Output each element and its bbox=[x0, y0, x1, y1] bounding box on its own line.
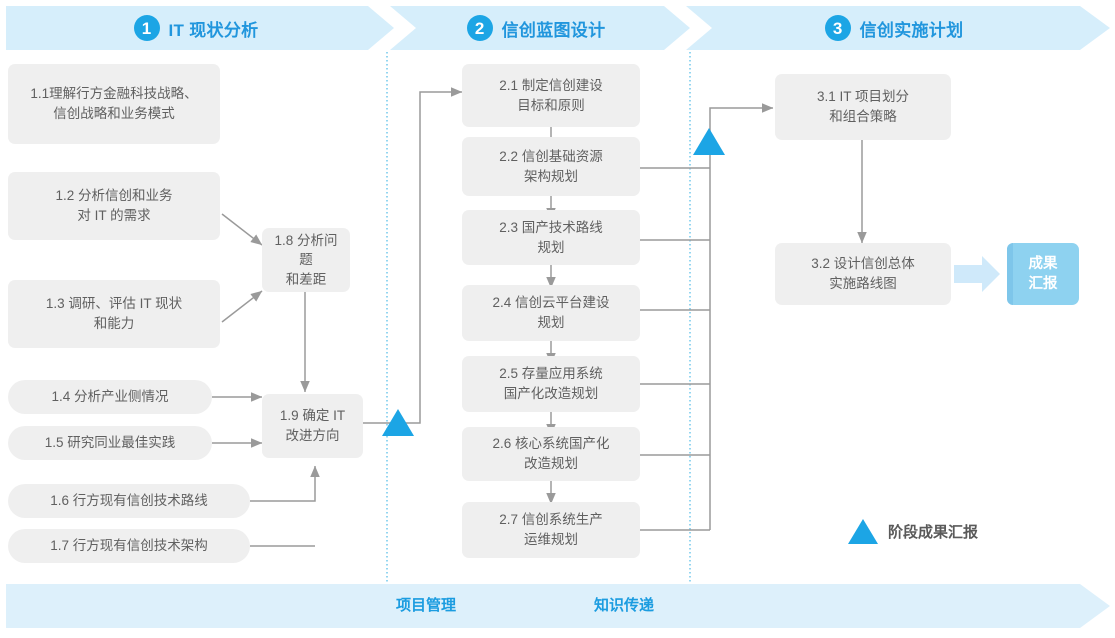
process-box-1-3[interactable]: 1.3 调研、评估 IT 现状 和能力 bbox=[8, 280, 220, 348]
process-box-1-4[interactable]: 1.4 分析产业侧情况 bbox=[8, 380, 212, 414]
bottom-label-project-management: 项目管理 bbox=[396, 597, 457, 614]
process-box-2-7[interactable]: 2.7 信创系统生产 运维规划 bbox=[462, 502, 640, 558]
bottom-band bbox=[6, 584, 1110, 628]
phase-header-1-content: 1 IT 现状分析 bbox=[134, 15, 259, 41]
process-box-3-2[interactable]: 3.2 设计信创总体 实施路线图 bbox=[775, 243, 951, 305]
milestone-triangle-phase2 bbox=[693, 128, 725, 155]
process-box-1-1[interactable]: 1.1理解行方金融科技战略、 信创战略和业务模式 bbox=[8, 64, 220, 144]
phase-header-2: 2 信创蓝图设计 bbox=[390, 6, 690, 50]
process-box-2-4[interactable]: 2.4 信创云平台建设 规划 bbox=[462, 285, 640, 341]
process-box-2-3[interactable]: 2.3 国产技术路线 规划 bbox=[462, 210, 640, 265]
result-arrow-icon bbox=[954, 256, 1000, 292]
process-box-1-5[interactable]: 1.5 研究同业最佳实践 bbox=[8, 426, 212, 460]
legend: 阶段成果汇报 bbox=[848, 519, 978, 544]
process-box-1-9[interactable]: 1.9 确定 IT 改进方向 bbox=[262, 394, 363, 458]
phase-header-1: 1 IT 现状分析 bbox=[6, 6, 394, 50]
phase-title-1: IT 现状分析 bbox=[168, 20, 259, 40]
process-box-1-6[interactable]: 1.6 行方现有信创技术路线 bbox=[8, 484, 250, 518]
process-box-2-6[interactable]: 2.6 核心系统国产化 改造规划 bbox=[462, 427, 640, 481]
process-box-2-5[interactable]: 2.5 存量应用系统 国产化改造规划 bbox=[462, 356, 640, 412]
process-box-1-7[interactable]: 1.7 行方现有信创技术架构 bbox=[8, 529, 250, 563]
bottom-label-knowledge-transfer: 知识传递 bbox=[594, 597, 655, 614]
process-box-2-1[interactable]: 2.1 制定信创建设 目标和原则 bbox=[462, 64, 640, 127]
process-box-1-8[interactable]: 1.8 分析问题 和差距 bbox=[262, 228, 350, 292]
result-badge[interactable]: 成果 汇报 bbox=[1007, 243, 1079, 305]
phase-header-3-content: 3 信创实施计划 bbox=[825, 15, 964, 41]
process-box-2-2[interactable]: 2.2 信创基础资源 架构规划 bbox=[462, 137, 640, 196]
milestone-triangle-phase1 bbox=[382, 409, 414, 436]
phase-number-badge-1: 1 bbox=[134, 15, 160, 41]
process-box-3-1[interactable]: 3.1 IT 项目划分 和组合策略 bbox=[775, 74, 951, 140]
phase-number-badge-2: 2 bbox=[467, 15, 493, 41]
phase-header-3: 3 信创实施计划 bbox=[686, 6, 1110, 50]
legend-label: 阶段成果汇报 bbox=[888, 524, 979, 541]
phase-title-2: 信创蓝图设计 bbox=[501, 20, 606, 40]
phase-number-badge-3: 3 bbox=[825, 15, 851, 41]
phase-title-3: 信创实施计划 bbox=[859, 20, 964, 40]
milestone-triangle-icon bbox=[848, 519, 878, 544]
process-box-1-2[interactable]: 1.2 分析信创和业务 对 IT 的需求 bbox=[8, 172, 220, 240]
phase-header-2-content: 2 信创蓝图设计 bbox=[467, 15, 606, 41]
